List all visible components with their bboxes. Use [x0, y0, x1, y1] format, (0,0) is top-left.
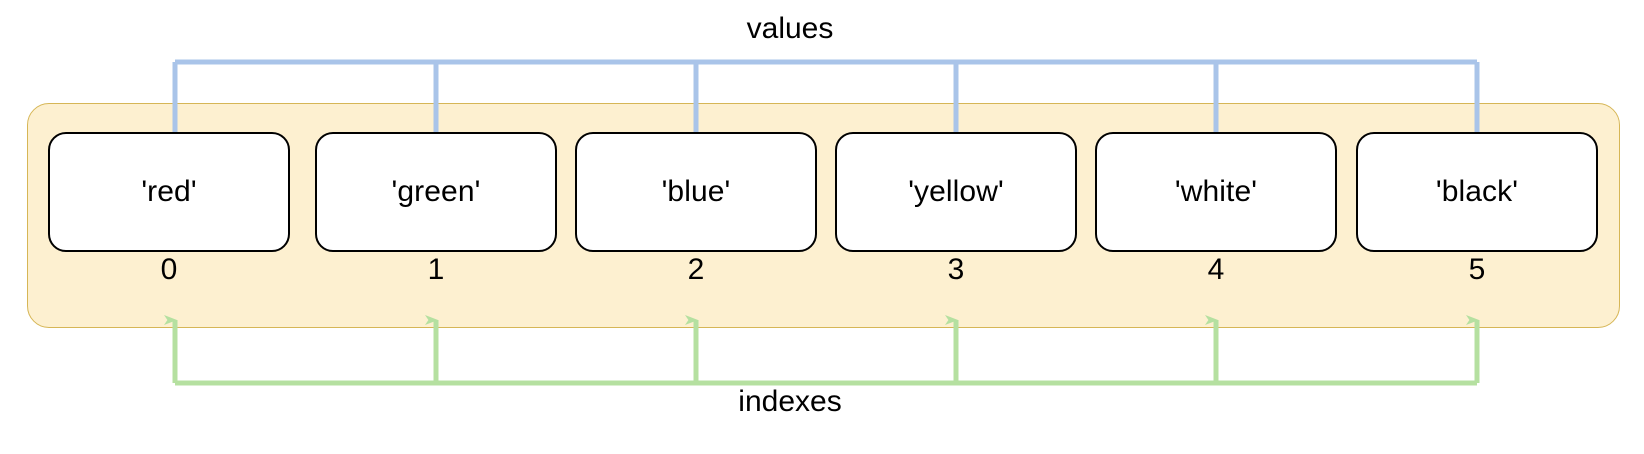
array-cell-value: 'white': [1174, 175, 1258, 208]
array-cell-value: 'yellow': [908, 175, 1004, 208]
indexes-caption: indexes: [738, 385, 842, 418]
array-index-label: 4: [1207, 253, 1225, 286]
array-cell-value: 'red': [141, 175, 197, 208]
array-cell[interactable]: 'white': [1095, 132, 1337, 252]
array-index-label: 1: [427, 253, 445, 286]
array-index-label: 2: [687, 253, 705, 286]
array-cell[interactable]: 'black': [1356, 132, 1598, 252]
values-caption: values: [746, 12, 834, 45]
array-index-label: 0: [160, 253, 178, 286]
array-cell-value: 'green': [391, 175, 481, 208]
indexes-connector: [164, 315, 1480, 386]
array-cell[interactable]: 'yellow': [835, 132, 1077, 252]
array-cell[interactable]: 'red': [48, 132, 290, 252]
array-index-label: 5: [1468, 253, 1486, 286]
array-cell-value: 'blue': [661, 175, 731, 208]
array-cell[interactable]: 'green': [315, 132, 557, 252]
array-index-label: 3: [947, 253, 965, 286]
array-container: [27, 103, 1620, 328]
array-cell-value: 'black': [1435, 175, 1519, 208]
array-cell[interactable]: 'blue': [575, 132, 817, 252]
